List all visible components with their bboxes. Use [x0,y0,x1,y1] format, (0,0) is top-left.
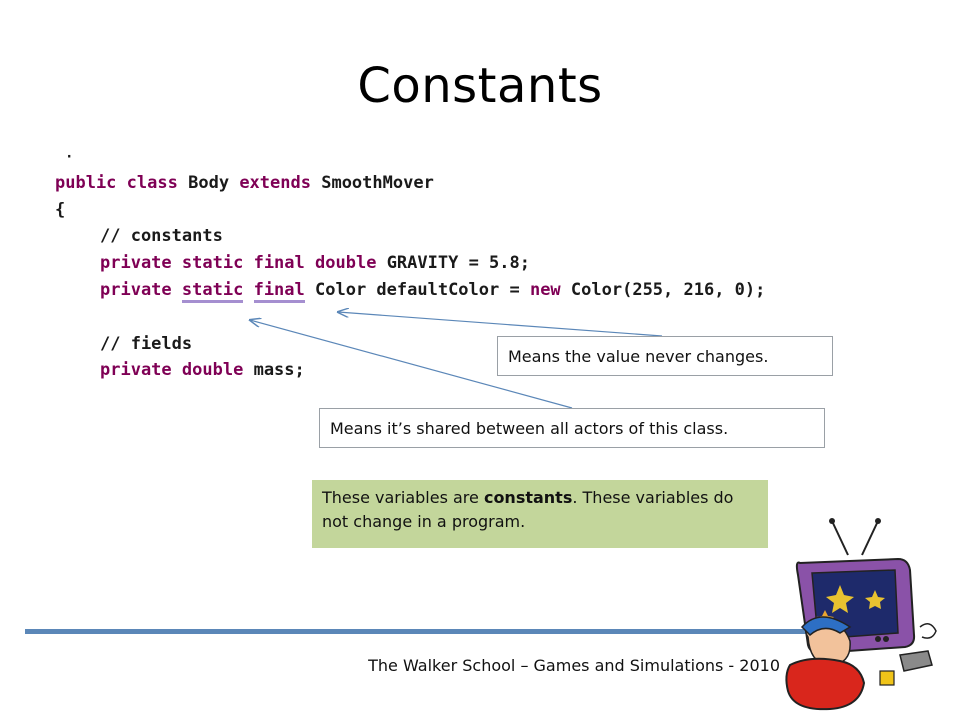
keyword: final [253,253,305,273]
keyword: extends [239,173,311,193]
slide-footer: The Walker School – Games and Simulation… [368,656,780,675]
keyword: private [100,360,172,380]
note-text: These variables are [322,488,484,507]
keyword: new [529,280,561,300]
static-keyword-underlined: static [181,280,244,303]
arrow-to-final [338,312,663,337]
slide-title: Constants [357,58,603,114]
code-text: Color(255, 216, 0); [570,280,766,300]
code-line-class-declaration: public class Body extends SmoothMover [55,173,434,193]
code-line-gravity: private static final double GRAVITY = 5.… [100,253,530,273]
keyword: double [181,360,244,380]
note-bold-text: constants [483,488,573,507]
tv-and-person-clipart [780,515,950,715]
constants-note: These variables are constants. These var… [312,480,768,548]
final-keyword-underlined: final [253,280,305,303]
code-dot: · [65,149,74,165]
code-line-mass: private double mass; [100,360,305,380]
final-callout: Means the value never changes. [497,336,833,376]
class-name: Body [188,173,230,193]
keyword: static [181,253,244,273]
static-callout: Means it’s shared between all actors of … [319,408,825,448]
footer-divider [25,629,825,634]
keyword: private [100,253,172,273]
note-text: . These variables do not change in a pro… [322,488,734,531]
code-text: mass; [253,360,305,380]
code-line-default-color: private static final Color defaultColor … [100,280,766,303]
keyword: class [126,173,178,193]
arrow-to-static [250,320,573,409]
keyword: double [315,253,377,273]
parent-class-name: SmoothMover [321,173,434,193]
code-comment-fields: // fields [100,334,193,354]
code-comment-constants: // constants [100,226,223,246]
code-text: Color defaultColor = [315,280,530,300]
keyword: public [55,173,117,193]
keyword: private [100,280,172,300]
code-snippet: · public class Body extends SmoothMover … [55,149,855,400]
code-line-open-brace: { [55,200,66,220]
code-text: GRAVITY = 5.8; [386,253,530,273]
